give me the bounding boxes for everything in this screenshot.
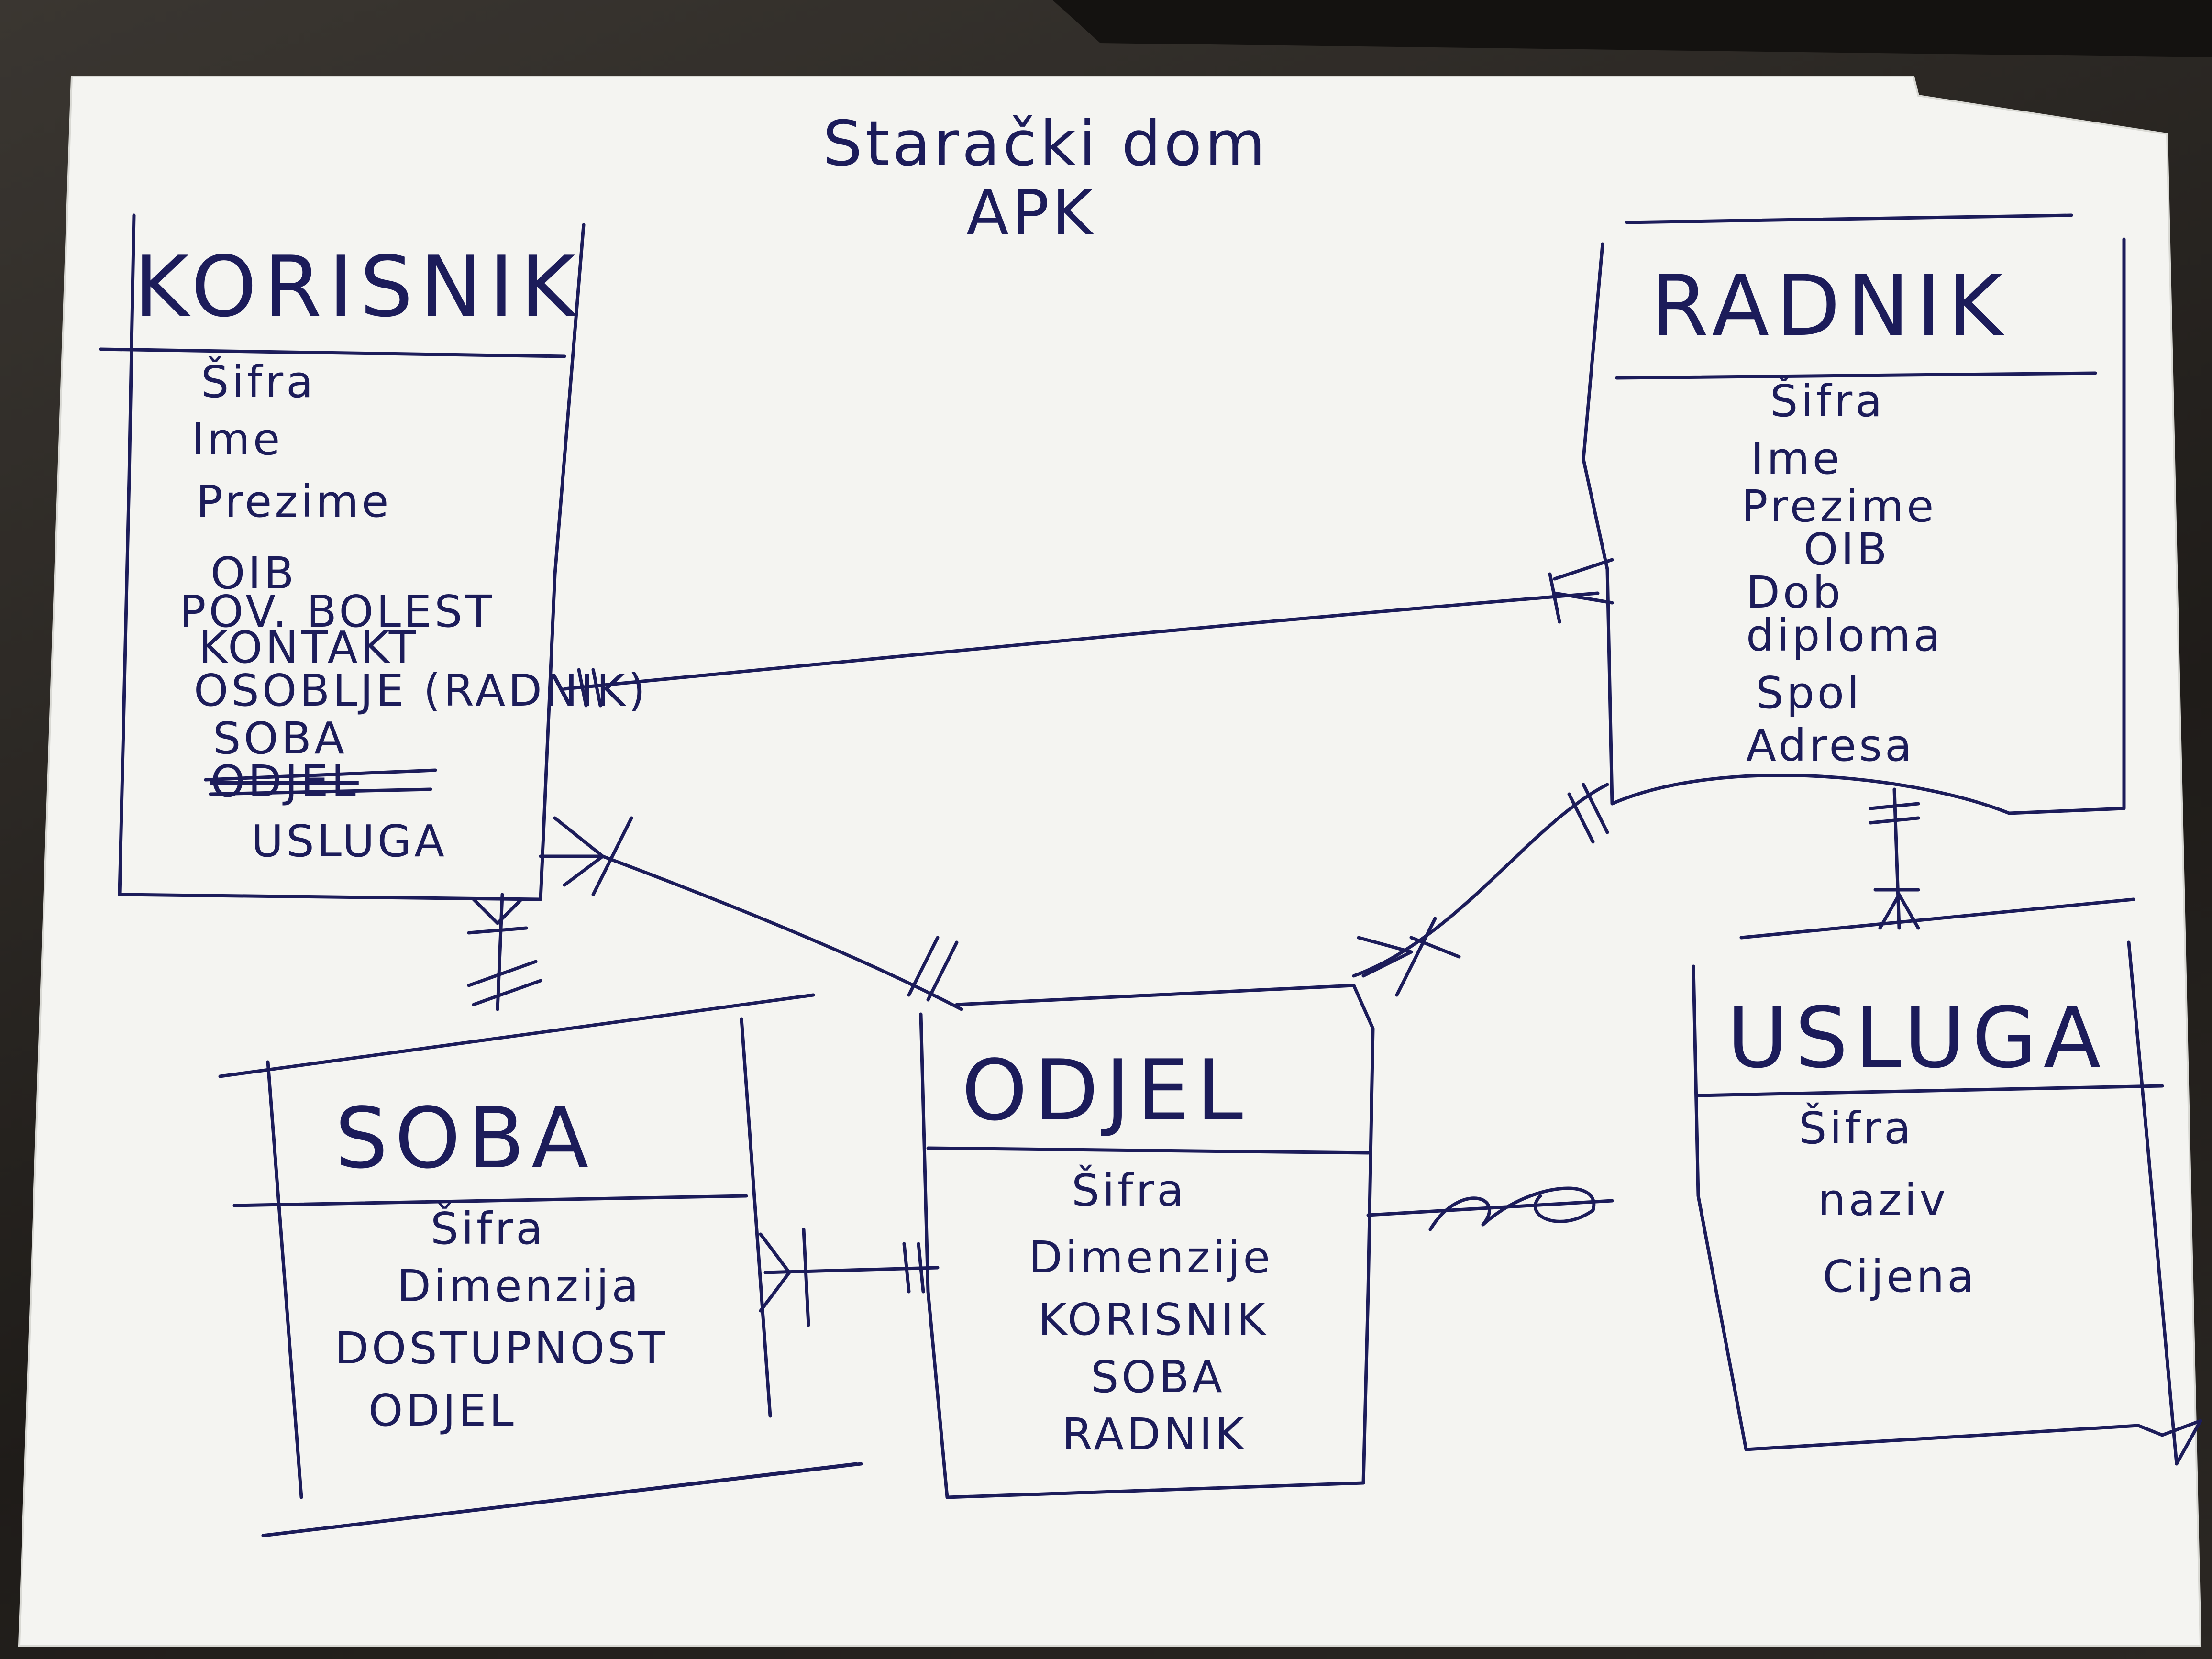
- entity-soba-top-line: [218, 993, 815, 1078]
- entity-odjel-attributes: Šifra Dimenzije KORISNIK SOBA RADNIK: [1029, 1164, 1273, 1460]
- entity-soba-divider: [232, 1194, 748, 1207]
- relationship-soba-odjel: [759, 1228, 940, 1327]
- korisnik-attr-pov-bolest: POV. BOLEST: [179, 586, 495, 637]
- relationship-line: [563, 591, 1600, 691]
- entity-radnik-top-line: [1625, 213, 2073, 224]
- soba-attr-dimenzija: Dimenzija: [397, 1261, 641, 1312]
- usluga-attr-naziv: naziv: [1818, 1174, 1948, 1226]
- end-one-mark: [902, 1242, 925, 1294]
- entity-radnik-border: [1582, 237, 2126, 815]
- end-one-mark: [467, 960, 542, 1006]
- entity-radnik-attributes: Šifra Ime Prezime OIB Dob diploma Spol A…: [1741, 375, 1943, 771]
- end-one-mark: [907, 936, 959, 1002]
- soba-attr-sifra: Šifra: [431, 1202, 546, 1254]
- entity-radnik: RADNIK Šifra Ime Prezime OIB Dob diploma…: [1582, 213, 2126, 815]
- korisnik-attr-sifra: Šifra: [201, 355, 316, 408]
- korisnik-attr-ime: Ime: [191, 414, 283, 465]
- entity-soba-bottom-line-2: [261, 1462, 863, 1537]
- usluga-attr-sifra: Šifra: [1799, 1102, 1914, 1154]
- table-shadow: [1052, 0, 2212, 57]
- entity-usluga-attributes: Šifra naziv Cijena: [1799, 1102, 1977, 1302]
- end-one-mark: [1567, 783, 1609, 844]
- odjel-attr-soba: SOBA: [1091, 1351, 1225, 1403]
- entity-radnik-name: RADNIK: [1650, 258, 2009, 355]
- entity-soba-name: SOBA: [335, 1090, 596, 1187]
- entity-korisnik: KORISNIK Šifra Ime Prezime OIB POV. BOLE…: [99, 213, 648, 901]
- korisnik-attr-usluga: USLUGA: [251, 816, 447, 867]
- soba-attr-odjel: ODJEL: [368, 1385, 517, 1436]
- entity-korisnik-name: KORISNIK: [134, 239, 582, 336]
- entity-odjel-border: [919, 984, 1375, 1499]
- radnik-attr-oib: OIB: [1803, 524, 1890, 575]
- entity-odjel: ODJEL Šifra Dimenzije KORISNIK SOBA RADN…: [919, 984, 1375, 1499]
- odjel-attr-radnik: RADNIK: [1062, 1409, 1247, 1460]
- entity-soba-left-border: [266, 1060, 303, 1499]
- korisnik-attr-prezime: Prezime: [196, 476, 391, 527]
- entity-odjel-divider: [926, 1146, 1370, 1155]
- korisnik-attr-strikethrough: [204, 768, 437, 796]
- radnik-attr-dob: Dob: [1746, 567, 1844, 618]
- entity-korisnik-border: [118, 213, 586, 901]
- relationship-korisnik-radnik: [563, 558, 1614, 708]
- entity-soba-attributes: Šifra Dimenzija DOSTUPNOST ODJEL: [335, 1202, 668, 1436]
- relationship-korisnik-soba: [467, 893, 542, 1011]
- entity-radnik-divider: [1615, 371, 2097, 380]
- soba-attr-dostupnost: DOSTUPNOST: [335, 1323, 668, 1374]
- entity-usluga-border: [1692, 940, 2202, 1466]
- korisnik-attr-soba: SOBA: [213, 713, 347, 764]
- diagram-title: Starački dom: [823, 107, 1268, 180]
- radnik-attr-diploma: diploma: [1746, 610, 1943, 661]
- relationship-korisnik-odjel: [539, 816, 963, 1011]
- end-many-mark: [1548, 558, 1614, 624]
- korisnik-attr-odjel-crossed: ODJEL: [210, 756, 359, 807]
- entity-soba: SOBA Šifra Dimenzija DOSTUPNOST ODJEL: [218, 993, 863, 1537]
- relationship-radnik-usluga: [1869, 787, 1920, 930]
- end-many-mark: [759, 1228, 810, 1327]
- radnik-attr-sifra: Šifra: [1770, 375, 1885, 427]
- entity-usluga: USLUGA Šifra naziv Cijena: [1692, 897, 2202, 1466]
- odjel-attr-dimenzije: Dimenzije: [1029, 1232, 1273, 1283]
- entity-odjel-top-line: [955, 984, 1356, 1006]
- end-one-mark: [577, 668, 602, 708]
- odjel-attr-korisnik: KORISNIK: [1038, 1294, 1268, 1345]
- relationship-odjel-radnik: [1352, 783, 1609, 997]
- korisnik-attr-kontakt: KONTAKT: [199, 622, 419, 673]
- end-many-mark: [1873, 888, 1920, 930]
- entity-usluga-name: USLUGA: [1727, 990, 2107, 1087]
- entity-odjel-name: ODJEL: [962, 1042, 1250, 1139]
- odjel-attr-sifra: Šifra: [1072, 1164, 1187, 1216]
- end-one-mark: [1869, 802, 1920, 825]
- radnik-attr-ime: Ime: [1751, 433, 1842, 484]
- relationship-line: [496, 893, 504, 1011]
- radnik-attr-spol: Spol: [1756, 667, 1862, 719]
- diagram-subtitle: APK: [966, 177, 1096, 249]
- entity-usluga-divider: [1696, 1084, 2164, 1097]
- entity-usluga-top-line: [1739, 897, 2135, 940]
- relationship-line: [1892, 787, 1901, 930]
- radnik-attr-adresa: Adresa: [1746, 720, 1914, 771]
- end-many-mark: [553, 816, 633, 896]
- end-many-mark: [1357, 917, 1461, 997]
- entity-soba-right-border: [740, 1017, 772, 1418]
- scratched-out-line: [1366, 1186, 1614, 1231]
- radnik-attr-prezime: Prezime: [1741, 481, 1936, 532]
- end-many-mark: [467, 897, 528, 935]
- usluga-attr-cijena: Cijena: [1823, 1251, 1977, 1302]
- entity-korisnik-divider: [99, 347, 566, 358]
- relationship-line: [763, 1266, 940, 1274]
- entity-korisnik-attributes: Šifra Ime Prezime OIB POV. BOLEST KONTAK…: [179, 355, 648, 867]
- korisnik-attr-osoblje: OSOBLJE (RADNIK): [194, 665, 648, 716]
- scratch-loops: [1428, 1186, 1596, 1231]
- korisnik-attr-oib: OIB: [210, 548, 297, 599]
